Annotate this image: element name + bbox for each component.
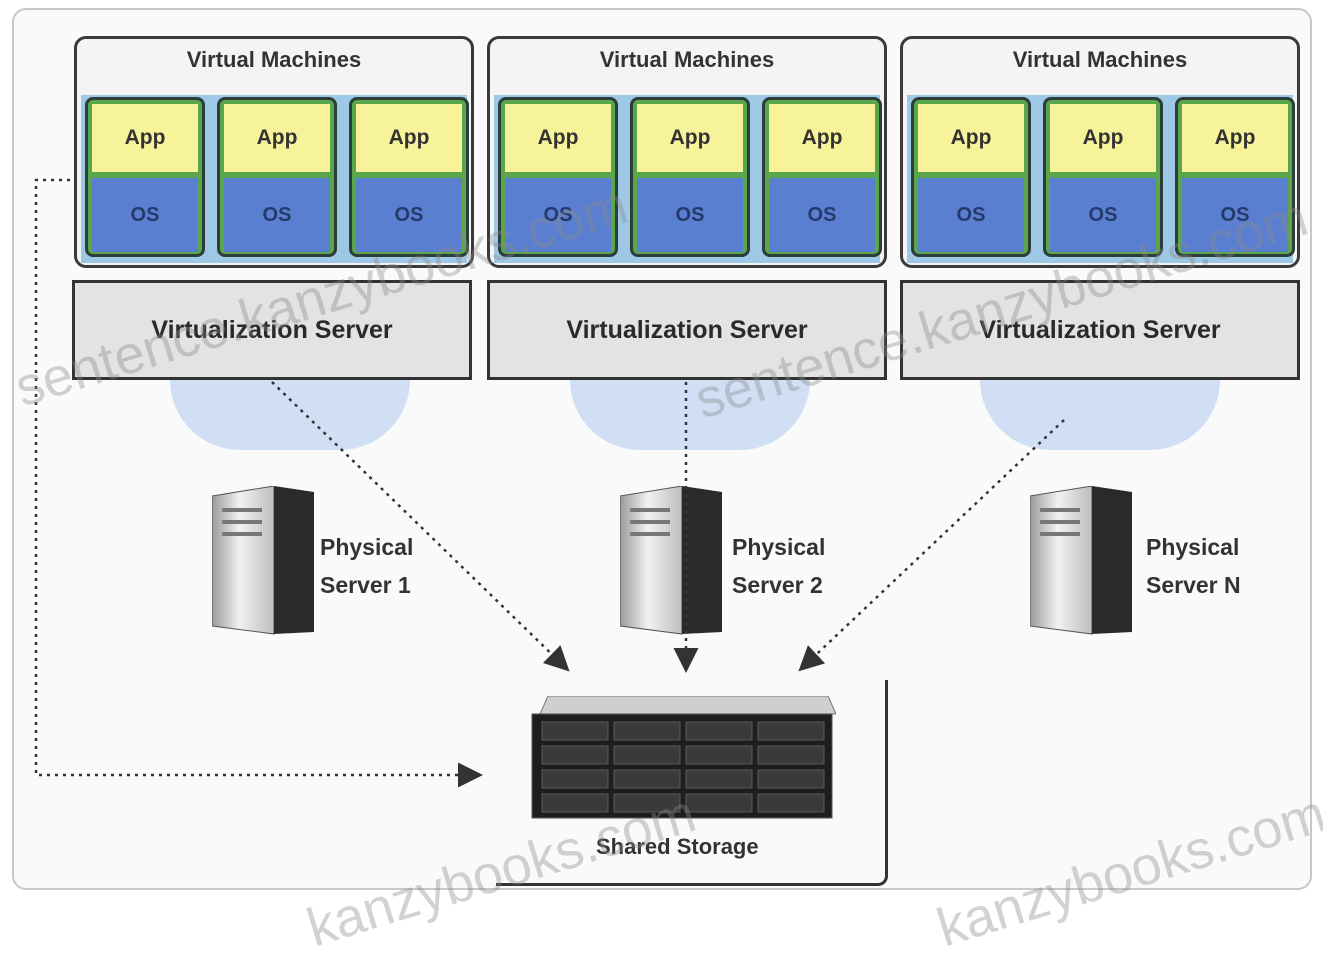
os-box: OS [918, 178, 1024, 252]
tower-server-icon [1030, 486, 1132, 635]
server-glow [570, 380, 810, 450]
label-line: Server 2 [732, 572, 823, 598]
tower-server-icon [212, 486, 314, 635]
os-box: OS [505, 178, 611, 252]
app-box: App [1182, 104, 1288, 172]
app-box: App [637, 104, 743, 172]
storage-array-icon [531, 696, 836, 819]
vm-group-title: Virtual Machines [1012, 47, 1188, 72]
server-glow [980, 380, 1220, 450]
server-glow [170, 380, 410, 450]
label-line: Server N [1146, 572, 1241, 598]
label-line: Server 1 [320, 572, 411, 598]
app-box: App [505, 104, 611, 172]
label-line: Physical [320, 534, 414, 560]
physical-server-n-label: Physical Server N [1146, 528, 1241, 604]
vm-group-title: Virtual Machines [599, 47, 775, 72]
connector-servern-storage [798, 419, 1065, 672]
app-box: App [1050, 104, 1156, 172]
app-box: App [918, 104, 1024, 172]
shared-storage-label: Shared Storage [596, 834, 759, 859]
label-line: Physical [1146, 534, 1240, 560]
connector-left-loop [34, 178, 483, 788]
storage-panel [496, 680, 888, 886]
os-box: OS [769, 178, 875, 252]
app-box: App [356, 104, 462, 172]
label-line: Physical [732, 534, 826, 560]
os-box: OS [356, 178, 462, 252]
tower-server-icon [620, 486, 722, 635]
virtualization-server-1: Virtualization Server [72, 280, 472, 380]
physical-server-1-label: Physical Server 1 [320, 528, 413, 604]
app-box: App [224, 104, 330, 172]
vm-group-title: Virtual Machines [186, 47, 362, 72]
virtualization-server-2: Virtualization Server [487, 280, 887, 380]
app-box: App [92, 104, 198, 172]
physical-server-2-label: Physical Server 2 [732, 528, 825, 604]
connector-layer [34, 178, 1065, 788]
connector-server1-storage [271, 381, 570, 672]
app-box: App [769, 104, 875, 172]
os-box: OS [637, 178, 743, 252]
os-box: OS [92, 178, 198, 252]
os-box: OS [1050, 178, 1156, 252]
virtualization-server-3: Virtualization Server [900, 280, 1300, 380]
os-box: OS [224, 178, 330, 252]
os-box: OS [1182, 178, 1288, 252]
